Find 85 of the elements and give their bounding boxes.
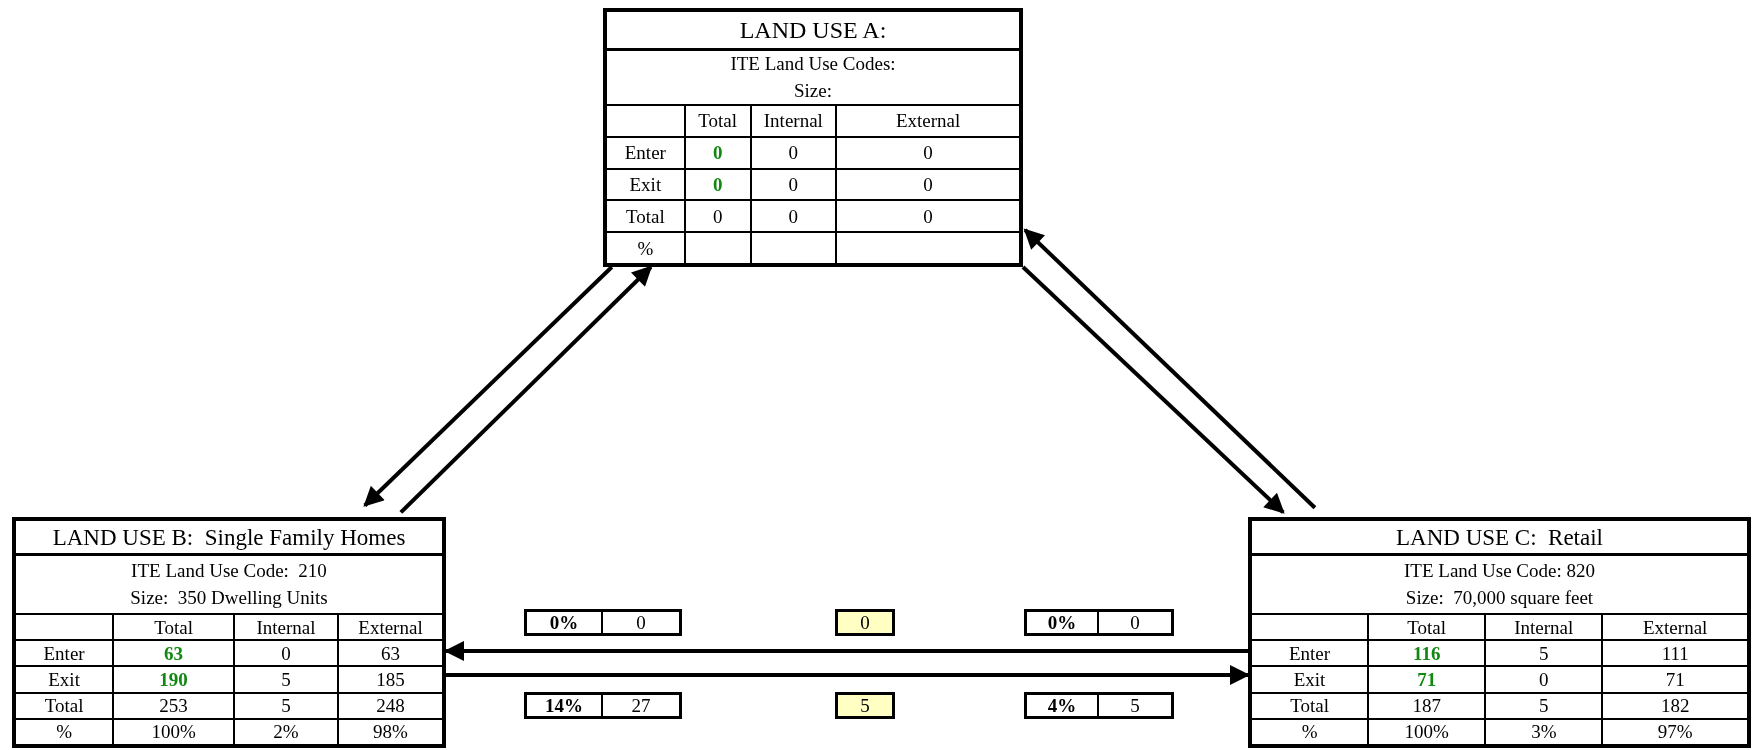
trip-value: 0	[835, 135, 1019, 168]
column-header: External	[336, 613, 442, 640]
column-header: Total	[1367, 613, 1485, 640]
trip-value: 2%	[232, 717, 337, 744]
trip-value: 0	[749, 135, 836, 168]
trip-value: 0	[683, 199, 750, 232]
row-header: Exit	[1252, 665, 1368, 692]
trip-value: 185	[336, 665, 442, 692]
table-subtitle: ITE Land Use Code: 210	[131, 558, 327, 583]
trip-value: 5	[232, 665, 337, 692]
row-header: %	[16, 717, 113, 744]
land-use-table	[12, 517, 446, 748]
trip-value: 5	[1484, 639, 1602, 666]
percent-box	[524, 692, 682, 719]
table-title: LAND USE A:	[738, 16, 888, 45]
trip-value: 116	[1367, 639, 1485, 666]
row-header: Enter	[1252, 639, 1368, 666]
trip-value: 248	[336, 691, 442, 718]
arrow	[399, 265, 653, 514]
trip-value: 187	[1367, 691, 1485, 718]
table-subtitle: ITE Land Use Codes:	[730, 51, 896, 76]
arrow	[446, 665, 1250, 685]
percent-box	[1024, 609, 1174, 636]
column-header: External	[1601, 613, 1747, 640]
value-box: 0	[835, 609, 895, 636]
column-header: Total	[112, 613, 233, 640]
trip-value: 71	[1367, 665, 1485, 692]
table-subtitle: Size:	[794, 78, 832, 103]
column-header: Internal	[1484, 613, 1602, 640]
table-subtitle: ITE Land Use Code: 820	[1404, 558, 1595, 583]
arrow	[1023, 228, 1317, 510]
table-subtitle: Size: 70,000 square feet	[1405, 585, 1594, 610]
trip-value: 182	[1601, 691, 1747, 718]
percent-box	[524, 609, 682, 636]
arrow	[363, 265, 614, 507]
row-header: Exit	[607, 167, 684, 200]
row-header: %	[1252, 717, 1368, 744]
trip-value: 0	[749, 167, 836, 200]
trip-value: 0	[635, 612, 647, 633]
trip-value: 5	[232, 691, 337, 718]
trip-value: 97%	[1601, 717, 1747, 744]
trip-value: 253	[112, 691, 233, 718]
trip-value: 5	[1484, 691, 1602, 718]
percent-value: 4%	[1027, 695, 1099, 716]
row-header: Exit	[16, 665, 113, 692]
percent-value: 0%	[527, 612, 603, 633]
trip-value: 98%	[336, 717, 442, 744]
land-use-table	[1248, 517, 1751, 748]
trip-value: 3%	[1484, 717, 1602, 744]
trip-value: 0	[749, 199, 836, 232]
percent-box	[1024, 692, 1174, 719]
trip-value: 63	[112, 639, 233, 666]
row-header: Total	[16, 691, 113, 718]
row-header: Enter	[607, 135, 684, 168]
land-use-table	[603, 8, 1023, 267]
trip-value: 0	[683, 135, 750, 168]
trip-value: 190	[112, 665, 233, 692]
trip-value: 0	[232, 639, 337, 666]
column-header: Internal	[749, 104, 836, 136]
trip-value: 0	[1129, 612, 1141, 633]
row-header: Total	[607, 199, 684, 232]
trip-value: 0	[683, 167, 750, 200]
arrow	[1021, 265, 1285, 514]
trip-value: 100%	[112, 717, 233, 744]
row-header: %	[607, 231, 684, 263]
trip-value: 0	[835, 167, 1019, 200]
table-title: LAND USE C: Retail	[1395, 523, 1604, 552]
column-header: Internal	[232, 613, 337, 640]
trip-value: 0	[835, 199, 1019, 232]
percent-value: 0%	[1027, 612, 1099, 633]
row-header: Total	[1252, 691, 1368, 718]
column-header: External	[835, 104, 1019, 136]
percent-value: 14%	[527, 695, 603, 716]
row-header: Enter	[16, 639, 113, 666]
trip-value: 27	[630, 695, 652, 716]
table-title: LAND USE B: Single Family Homes	[51, 523, 407, 552]
trip-value: 111	[1601, 639, 1747, 666]
value-box: 5	[835, 692, 895, 719]
trip-value: 5	[1129, 695, 1141, 716]
trip-value: 63	[336, 639, 442, 666]
trip-value: 100%	[1367, 717, 1485, 744]
trip-value: 0	[1484, 665, 1602, 692]
column-header: Total	[683, 104, 750, 136]
table-subtitle: Size: 350 Dwelling Units	[130, 585, 328, 610]
trip-value: 71	[1601, 665, 1747, 692]
